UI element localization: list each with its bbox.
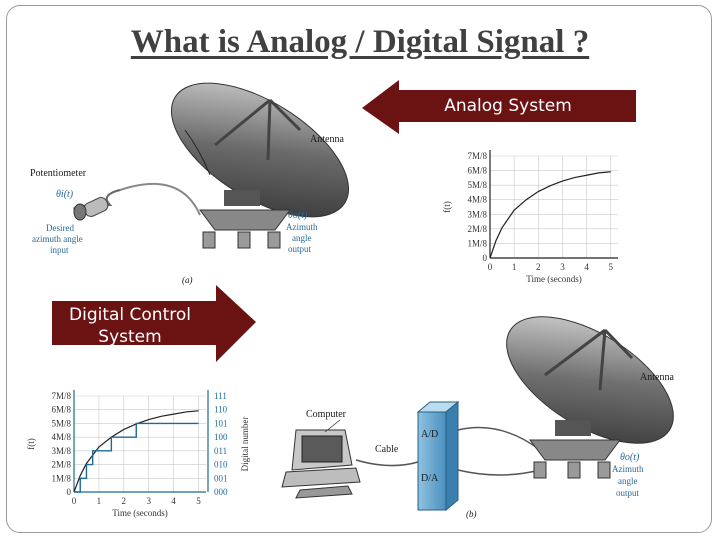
y-axis-label: f(t) [442,201,452,213]
x-tick-label: 2 [122,496,127,506]
caption-b: (b) [466,509,477,519]
digital-control-label-line1: Digital Control [69,305,191,325]
series-curve-line [73,410,199,493]
x-tick-label: 4 [584,262,589,272]
y-tick-label: 2M/8 [467,224,487,234]
x-tick-label: 5 [609,262,614,272]
digital-tick-label: 011 [214,446,227,456]
antenna-b-label: Antenna [640,372,674,383]
x-tick-label: 2 [536,262,541,272]
x-tick-label: 1 [512,262,517,272]
y-tick-label: 5M/8 [467,180,487,190]
series-curve-line [489,171,611,259]
digital-tick-label: 100 [214,432,228,442]
x-tick-label: 3 [560,262,565,272]
y-tick-label: 1M/8 [467,238,487,248]
y-tick-label: 0 [483,253,488,263]
x-tick-label: 3 [146,496,151,506]
azimuth-a-label-1: Azimuth [286,222,318,232]
digital-control-label-line2: System [98,327,161,347]
digital-tick-label: 010 [214,460,228,470]
x-tick-label: 1 [97,496,102,506]
x-axis-label: Time (seconds) [526,274,581,284]
x-tick-label: 5 [196,496,201,506]
desired-label-2: azimuth angle [32,234,83,244]
da-label: D/A [421,473,439,484]
desired-label-1: Desired [46,223,74,233]
y-tick-label: 6M/8 [467,166,487,176]
computer-label: Computer [306,409,347,420]
x-tick-label: 4 [171,496,176,506]
y-tick-label: 7M/8 [51,391,71,401]
y-tick-label: 1M/8 [51,473,71,483]
ad-da-box [416,400,460,512]
azimuth-b-label-2: angle [618,476,638,486]
x-tick-label: 0 [72,496,77,506]
digital-tick-label: 111 [214,391,227,401]
series-step-line [74,422,199,493]
computer-illustration [281,429,361,499]
theta-i-label: θi(t) [56,189,74,200]
y-tick-label: 0 [67,487,72,497]
y2-axis-label: Digital number [240,417,250,472]
x-axis-label: Time (seconds) [112,508,167,518]
potentiometer-label: Potentiometer [30,168,87,179]
digital-tick-label: 000 [214,487,228,497]
digital-tick-label: 001 [214,473,228,483]
digital-control-arrow: Digital Control System [52,285,256,362]
x-tick-label: 0 [488,262,493,272]
caption-a: (a) [182,275,193,285]
y-tick-label: 7M/8 [467,151,487,161]
theta-o-a-label: θo(t) [288,210,308,221]
ad-label: A/D [421,429,438,440]
y-axis-label: f(t) [26,438,36,450]
azimuth-b-label-3: output [616,488,640,498]
box-to-antenna-cable-2 [457,469,541,476]
slide-frame [6,5,712,533]
computer-leader [324,419,341,433]
y-tick-label: 4M/8 [51,432,71,442]
y-tick-label: 6M/8 [51,405,71,415]
y-tick-label: 3M/8 [51,446,71,456]
cable-line [355,459,419,467]
digital-chart: 0 1M/8 2M/8 3M/8 4M/8 5M/8 6M/8 7M/8 0 1 2 3 4 5 f(t) T… [26,390,250,518]
y-tick-label: 2M/8 [51,460,71,470]
azimuth-b-label-1: Azimuth [612,464,644,474]
antenna-a-label: Antenna [310,134,344,145]
y-tick-label: 5M/8 [51,418,71,428]
antenna-a [170,82,350,249]
analog-system-label: Analog System [444,96,572,116]
theta-o-b-label: θo(t) [620,452,640,463]
digital-tick-label: 101 [214,418,228,428]
y-tick-label: 3M/8 [467,209,487,219]
cable-label: Cable [375,444,399,455]
analog-chart: 0 1M/8 2M/8 3M/8 4M/8 5M/8 6M/8 7M/8 0 1 2 3 4 5 f(t) T… [442,150,618,284]
box-to-antenna-cable [457,426,541,451]
analog-system-arrow: Analog System [362,80,636,134]
antenna-b [506,316,674,479]
azimuth-a-label-2: angle [292,233,312,243]
azimuth-a-label-3: output [288,244,312,254]
page-title: What is Analog / Digital Signal ? [130,24,590,60]
desired-label-3: input [50,245,69,255]
digital-tick-label: 110 [214,405,228,415]
y-tick-label: 4M/8 [467,195,487,205]
potentiometer-knob [73,182,201,221]
